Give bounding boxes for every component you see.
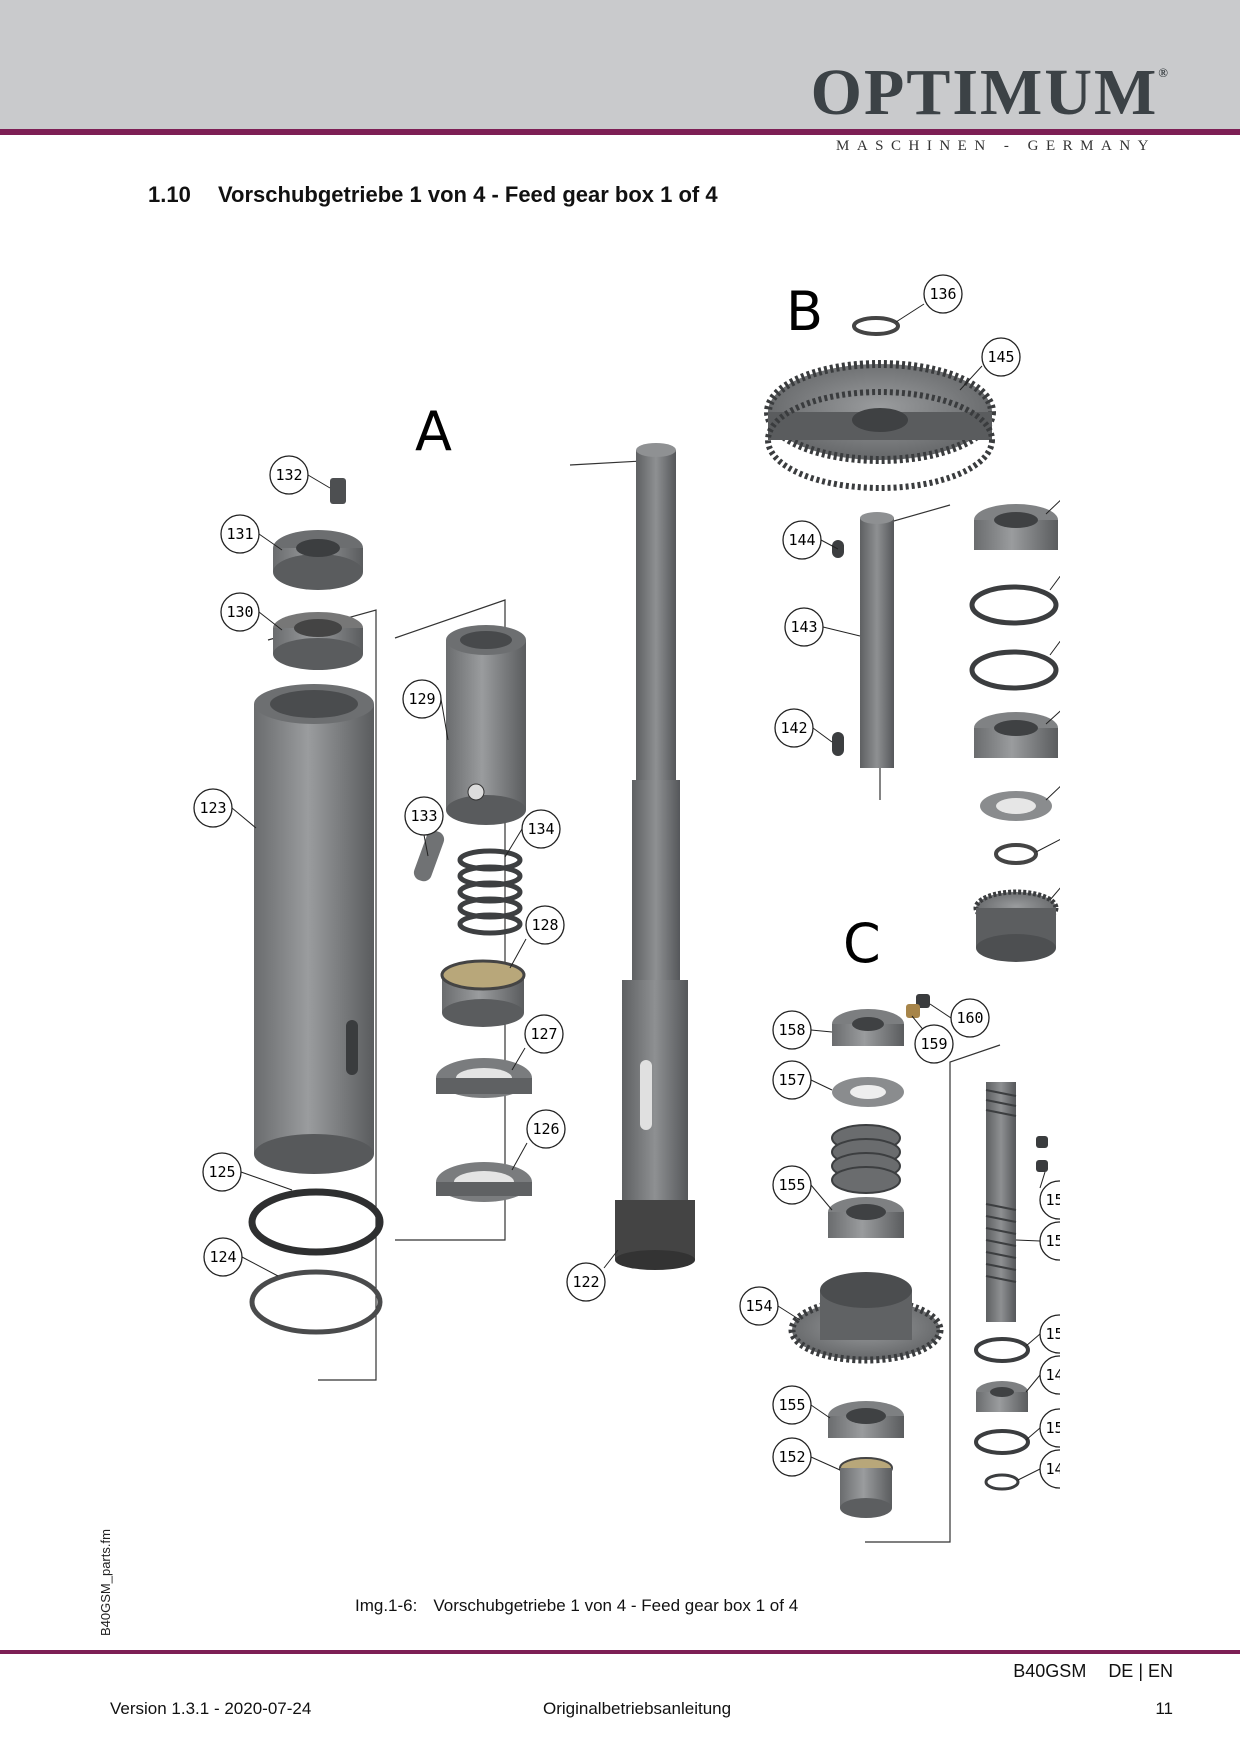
caption-text: Vorschubgetriebe 1 von 4 - Feed gear box… [433,1596,799,1615]
svg-text:136: 136 [929,285,956,303]
callout-141-bottom: 141 [1045,710,1060,725]
svg-text:160: 160 [956,1009,983,1027]
callout-151: 151 [1015,1221,1060,1261]
callout-157: 157 [772,1060,833,1100]
callout-150-bottom: 150 [1025,1408,1060,1448]
svg-text:129: 129 [408,690,435,708]
svg-text:147: 147 [1045,1460,1060,1478]
svg-text:122: 122 [572,1273,599,1291]
header-band [0,0,1240,132]
svg-text:150: 150 [1045,1419,1060,1437]
svg-text:123: 123 [199,799,226,817]
svg-text:151: 151 [1045,1232,1060,1250]
callout-129: 129 [402,679,449,741]
page-number: 11 [1155,1699,1173,1718]
callout-150-top: 150 [1025,1314,1060,1354]
callout-149: 149 [1025,1355,1060,1395]
callout-155-bottom: 155 [772,1385,831,1425]
svg-text:143: 143 [790,618,817,636]
figure-caption: Img.1-6: Vorschubgetriebe 1 von 4 - Feed … [355,1596,798,1616]
svg-text:142: 142 [780,719,807,737]
logo-subtitle: MASCHINEN - GERMANY [835,138,1156,154]
callouts: 132 131 130 123 129 133 134 128 127 126 … [193,274,1060,1489]
svg-text:150: 150 [1045,1325,1060,1343]
callout-137: 137 [1045,785,1060,801]
svg-text:156: 156 [1045,1191,1060,1209]
svg-text:145: 145 [987,348,1014,366]
svg-text:130: 130 [226,603,253,621]
callout-154: 154 [739,1286,801,1326]
callout-142: 142 [774,708,833,748]
source-filename: B40GSM_parts.fm [98,1529,113,1636]
svg-text:155: 155 [778,1176,805,1194]
caption-label: Img.1-6: [355,1596,418,1615]
svg-text:125: 125 [208,1163,235,1181]
model-name: B40GSM [1013,1661,1087,1681]
svg-text:152: 152 [778,1448,805,1466]
svg-text:131: 131 [226,525,253,543]
callout-155-top: 155 [772,1165,833,1211]
svg-text:154: 154 [745,1297,772,1315]
callout-128: 128 [509,905,565,969]
language-codes: DE | EN [1108,1661,1173,1681]
svg-text:158: 158 [778,1021,805,1039]
callout-144: 144 [782,520,839,560]
svg-text:127: 127 [530,1025,557,1043]
footer-version: Version 1.3.1 - 2020-07-24 [110,1699,312,1718]
callout-124: 124 [203,1237,279,1277]
callout-126: 126 [511,1109,566,1171]
svg-text:159: 159 [920,1035,947,1053]
callout-134: 134 [504,809,561,858]
callout-125: 125 [202,1152,293,1192]
footer-document-type: Originalbetriebsanleitung [543,1699,732,1718]
callout-140-top: 140 [1049,575,1060,591]
callout-136-top: 136 [895,274,963,323]
callout-123: 123 [193,788,257,829]
section-title: 1.10 Vorschubgetriebe 1 von 4 - Feed gear… [148,182,718,208]
callout-131: 131 [220,514,283,554]
section-number: 1.10 [148,182,191,207]
callout-160: 160 [929,998,990,1038]
callout-147: 147 [1017,1449,1060,1489]
exploded-view-drawing: A [193,274,1060,1543]
section-heading: Vorschubgetriebe 1 von 4 - Feed gear box… [218,182,718,207]
svg-text:155: 155 [778,1396,805,1414]
callout-143: 143 [784,607,861,647]
callout-156: 156 [1039,1171,1060,1220]
group-label-c: C [843,912,881,975]
svg-text:124: 124 [209,1248,236,1266]
svg-text:132: 132 [275,466,302,484]
callout-127: 127 [511,1014,564,1071]
group-b-parts: B [764,280,1059,962]
group-label-b: B [786,280,823,343]
callout-133: 133 [404,796,444,857]
header-rule [0,129,1240,135]
callout-140-bottom: 140 [1049,640,1060,656]
callout-145: 145 [959,337,1021,391]
group-c-parts: C [788,912,1048,1543]
svg-text:133: 133 [410,807,437,825]
callout-159: 159 [911,1015,954,1064]
group-label-a: A [415,400,452,463]
footer-rule [0,1650,1240,1654]
svg-text:144: 144 [788,531,815,549]
group-a-parts: A [248,400,695,1381]
callout-136-bottom: 136 [1035,839,1060,853]
svg-text:149: 149 [1045,1366,1060,1384]
optimum-logo: OPTIMUM® [810,56,1170,129]
footer-model-info: B40GSM DE | EN [991,1661,1173,1682]
svg-text:126: 126 [532,1120,559,1138]
svg-text:157: 157 [778,1071,805,1089]
callout-152: 152 [772,1437,841,1477]
callout-135: 135 [1049,887,1060,901]
svg-text:128: 128 [531,916,558,934]
callout-122: 122 [566,1249,619,1302]
callout-158: 158 [772,1010,833,1050]
callout-132: 132 [269,455,331,495]
callout-130: 130 [220,592,283,632]
svg-text:134: 134 [527,820,554,838]
callout-141-top: 141 [1045,499,1060,515]
